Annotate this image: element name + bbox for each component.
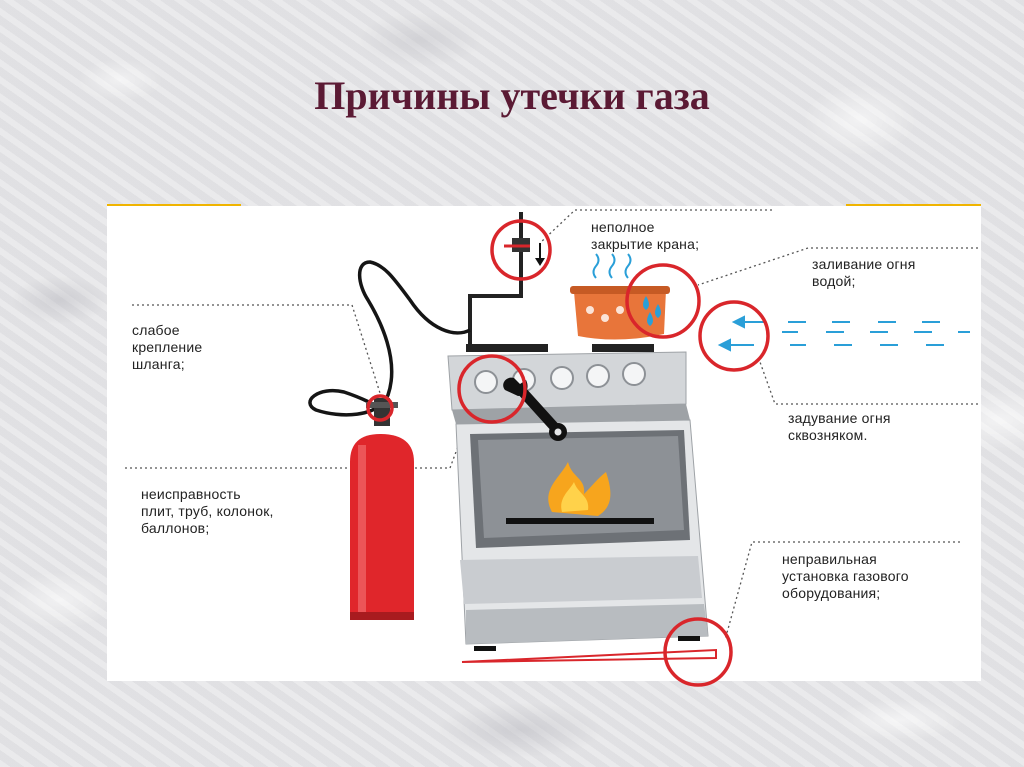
highlight-wind — [698, 300, 770, 372]
highlight-tap — [490, 219, 552, 281]
gas-stove-icon — [447, 344, 709, 651]
wind-arrows-icon — [717, 315, 970, 352]
leader-tap — [539, 209, 772, 244]
label-faulty-equipment: неисправность плит, труб, колонок, балло… — [141, 486, 274, 536]
leader-draft — [759, 361, 978, 405]
gas-cylinder-icon — [350, 398, 414, 620]
label-blowing-out: задувание огня сквозняком. — [788, 410, 891, 443]
leader-faulty — [125, 424, 467, 469]
leader-install — [724, 541, 960, 641]
highlight-base — [663, 617, 733, 687]
water-drops-icon — [643, 296, 661, 326]
gas-hose-icon — [308, 260, 471, 417]
accent-line-left — [107, 204, 241, 207]
gas-valve-icon — [504, 238, 545, 266]
highlight-pot — [625, 263, 701, 339]
leader-water — [697, 247, 978, 286]
pot-icon — [570, 253, 670, 340]
highlight-knobs — [457, 354, 527, 424]
highlight-hose — [366, 394, 394, 422]
gas-pipe-icon — [468, 212, 523, 352]
label-tap-incomplete: неполное закрытие крана; — [591, 219, 700, 252]
steam-icon — [592, 253, 632, 279]
slide-title: Причины утечки газа — [314, 73, 710, 118]
wrench-icon — [503, 377, 567, 441]
label-flooding-fire: заливание огня водой; — [812, 256, 916, 289]
label-weak-hose: слабое крепление шланга; — [132, 322, 203, 372]
wedge-icon — [461, 648, 717, 663]
leader-hose — [132, 304, 381, 394]
label-wrong-installation: неправильная установка газового оборудов… — [782, 551, 909, 601]
oven-flame-icon — [548, 462, 611, 516]
highlight-circles — [366, 219, 770, 687]
accent-line-right — [846, 204, 981, 207]
